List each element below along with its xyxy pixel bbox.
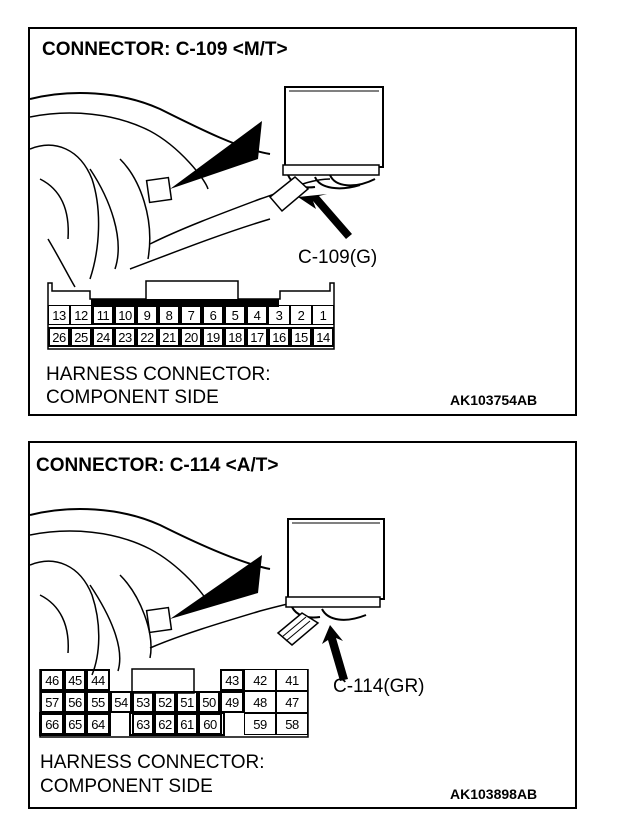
connector-c114-panel: CONNECTOR: C-114 <A/T> C-114(GR) 46 45 4… [28, 441, 577, 809]
dashboard-illustration [30, 508, 385, 681]
pin-1: 1 [312, 305, 334, 325]
pin-49: 49 [220, 691, 244, 713]
pin-58: 58 [276, 713, 308, 735]
pin-53: 53 [132, 691, 154, 713]
connector-callout: C-114(GR) [333, 676, 425, 697]
pin-24: 24 [92, 327, 114, 347]
pin-60: 60 [198, 713, 222, 735]
pin-41: 41 [276, 669, 308, 691]
pin-9: 9 [136, 305, 158, 325]
pin-48: 48 [244, 691, 276, 713]
pin-64: 64 [86, 713, 110, 735]
pin-8: 8 [158, 305, 180, 325]
pin-22: 22 [136, 327, 158, 347]
pin-43: 43 [220, 669, 244, 691]
connector-callout: C-109(G) [298, 247, 378, 268]
pin-42: 42 [244, 669, 276, 691]
pin-50: 50 [198, 691, 220, 713]
figure-code: AK103898AB [450, 786, 538, 802]
pin-17: 17 [246, 327, 268, 347]
pin-66: 66 [40, 713, 64, 735]
connector-title: CONNECTOR: C-114 <A/T> [36, 455, 279, 476]
pin-15: 15 [290, 327, 312, 347]
pin-25: 25 [70, 327, 92, 347]
pin-20: 20 [180, 327, 202, 347]
pin-11: 11 [92, 305, 114, 325]
pin-6: 6 [202, 305, 224, 325]
pin-23: 23 [114, 327, 136, 347]
pin-16: 16 [268, 327, 290, 347]
pin-57: 57 [40, 691, 64, 713]
pin-5: 5 [224, 305, 246, 325]
pin-45: 45 [64, 669, 86, 691]
pin-52: 52 [154, 691, 176, 713]
pin-59: 59 [244, 713, 276, 735]
pin-13: 13 [48, 305, 70, 325]
harness-label-line1: HARNESS CONNECTOR: [40, 752, 265, 773]
figure-code: AK103754AB [450, 392, 538, 408]
pin-21: 21 [158, 327, 180, 347]
pin-4: 4 [246, 305, 268, 325]
pin-12: 12 [70, 305, 92, 325]
pin-46: 46 [40, 669, 64, 691]
pin-55: 55 [86, 691, 110, 713]
pin-63: 63 [132, 713, 154, 735]
pin-65: 65 [64, 713, 86, 735]
harness-label-line1: HARNESS CONNECTOR: [46, 364, 271, 385]
connector-title: CONNECTOR: C-109 <M/T> [42, 39, 288, 60]
harness-label-line2: COMPONENT SIDE [40, 776, 213, 797]
pin-7: 7 [180, 305, 202, 325]
dashboard-illustration [30, 86, 384, 288]
pin-3: 3 [268, 305, 290, 325]
pin-18: 18 [224, 327, 246, 347]
pin-56: 56 [64, 691, 86, 713]
pin-44: 44 [86, 669, 110, 691]
harness-label-line2: COMPONENT SIDE [46, 387, 219, 408]
pin-47: 47 [276, 691, 308, 713]
pin-19: 19 [202, 327, 224, 347]
connector-face-c109 [47, 280, 335, 350]
pin-10: 10 [114, 305, 136, 325]
pin-54: 54 [110, 691, 132, 713]
pin-62: 62 [154, 713, 176, 735]
pin-2: 2 [290, 305, 312, 325]
pin-61: 61 [176, 713, 198, 735]
pin-26: 26 [48, 327, 70, 347]
connector-c109-panel: CONNECTOR: C-109 <M/T> C-109(G) 13 12 11 [28, 27, 577, 416]
pin-51: 51 [176, 691, 198, 713]
pin-14: 14 [312, 327, 334, 347]
